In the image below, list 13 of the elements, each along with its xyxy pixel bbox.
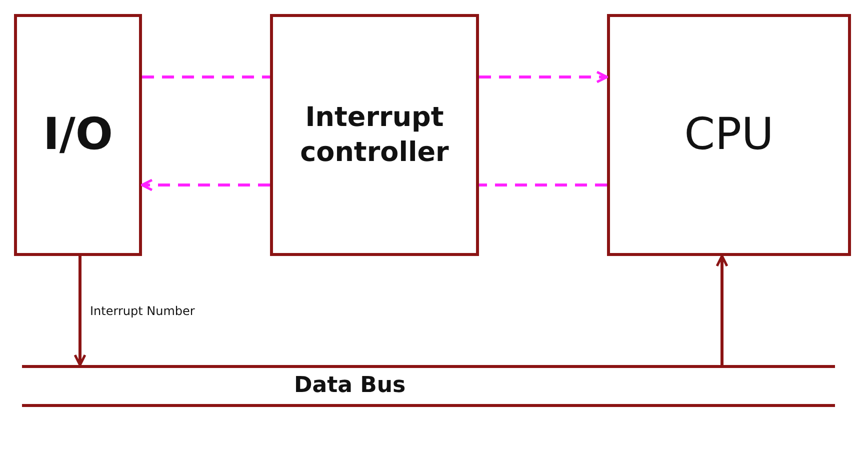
arrow — [140, 178, 270, 192]
process-box — [14, 14, 142, 256]
arrow — [716, 254, 728, 365]
data-bus-band — [22, 365, 835, 407]
arrow — [74, 256, 86, 366]
edge-label: Interrupt Number — [90, 304, 195, 318]
arrow — [479, 70, 608, 84]
box-label: I/O — [43, 108, 113, 162]
bus-label: Data Bus — [294, 372, 406, 400]
box-label: Interrupt controller — [299, 100, 450, 170]
process-box — [607, 14, 851, 256]
process-box — [270, 14, 479, 256]
box-label: CPU — [684, 108, 774, 162]
